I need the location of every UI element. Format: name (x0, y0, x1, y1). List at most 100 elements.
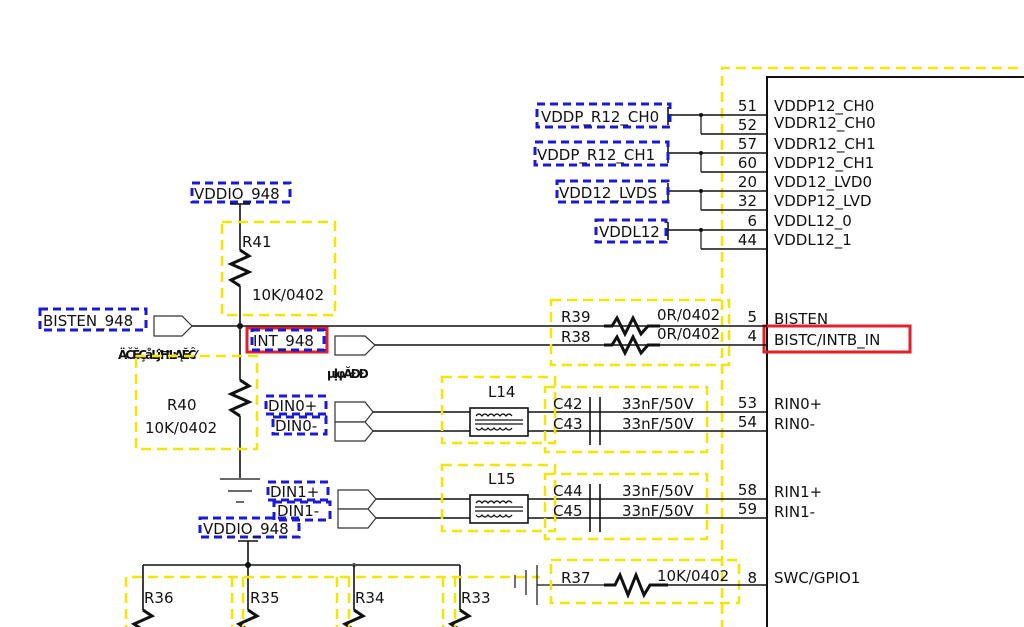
port-din0n (334, 421, 374, 442)
resistor-r40 (227, 378, 253, 418)
group-box-c42-c43 (543, 385, 709, 454)
pin-num: 53 (738, 394, 757, 412)
netlabel-box-int-948 (250, 328, 326, 352)
pin-name: VDDP12_LVD (774, 192, 872, 211)
port-int (334, 335, 376, 356)
r41-ref: R41 (242, 233, 272, 251)
resistor-r39 (604, 314, 660, 338)
net-vddl12: VDDL12 (599, 223, 660, 241)
pin-name: RIN0+ (774, 395, 822, 413)
net-vddp-r12-ch1: VDDP_R12_CH1 (537, 146, 655, 165)
netlabel-box-vdd12-lvds (555, 179, 670, 204)
pin-num: 60 (738, 154, 757, 172)
pin-name: RIN1- (774, 503, 815, 521)
pin-num: 52 (738, 116, 757, 134)
ic-body (766, 76, 1024, 627)
r41-value: 10K/0402 (252, 286, 324, 304)
c45-ref: C45 (553, 502, 583, 520)
pin-name: SWC/GPIO1 (774, 569, 860, 587)
port-din0p (334, 401, 374, 423)
ground-icon (220, 478, 260, 503)
port-din1n (337, 508, 377, 529)
pin-num: 6 (747, 212, 757, 230)
pin-num: 8 (747, 569, 757, 587)
pin-num: 5 (747, 308, 757, 326)
pin-num: 44 (738, 231, 757, 249)
l14-ref: L14 (488, 383, 515, 401)
pin-name-highlighted: BISTC/INTB_IN (774, 331, 880, 350)
pin-num: 57 (738, 135, 757, 153)
c44-ref: C44 (553, 482, 583, 500)
resistor-r41 (227, 248, 253, 288)
capacitor-partial (514, 565, 604, 605)
r40-ref: R40 (167, 396, 197, 414)
garbled-text-left: ÄČĚÇåĽĵĦĿĄĔĈ⁄ (118, 347, 200, 362)
netlabel-box-din1n (272, 500, 332, 522)
netlabel-box-vddl12 (594, 218, 668, 244)
pin-name: VDDL12_0 (774, 212, 852, 231)
pin-num: 32 (738, 192, 757, 210)
pin-name: RIN0- (774, 415, 815, 433)
resistor-r38 (604, 333, 660, 357)
resistor-r36 (130, 608, 156, 627)
group-box-l15 (440, 463, 557, 533)
group-box-r41 (220, 220, 337, 317)
netlabel-box-din1p (266, 480, 330, 502)
netlabel-box-bisten (38, 307, 148, 332)
net-bisten-948: BISTEN_948 (43, 312, 133, 331)
net-din1n: DIN1- (277, 502, 319, 520)
net-vddio-top: VDDIO_948 (194, 185, 280, 204)
highlight-box-int-948 (245, 326, 329, 354)
r38-value: 0R/0402 (657, 325, 720, 343)
garbled-text-right: µḷφĂĐĐ (327, 366, 369, 381)
net-vdd12-lvds: VDD12_LVDS (559, 184, 657, 203)
pin-num: 51 (738, 97, 757, 115)
resistor-r37 (604, 570, 668, 600)
pin-num: 4 (747, 327, 757, 345)
group-box-pullups (124, 575, 540, 627)
l15-ref: L15 (488, 470, 515, 488)
pin-labels: 51 VDDP12_CH0 52 VDDR12_CH0 57 VDDR12_CH… (738, 97, 880, 587)
c43-value: 33nF/50V (622, 415, 694, 433)
group-box-r37 (549, 558, 741, 605)
r34-ref: R34 (355, 589, 385, 607)
port-din1p (337, 489, 377, 510)
r38-ref: R38 (561, 328, 591, 346)
pin-name: VDDR12_CH0 (774, 114, 876, 133)
port-bisten (153, 315, 193, 337)
pin-name: VDD12_LVD0 (774, 173, 872, 192)
ic-group-box (720, 66, 1024, 627)
netlabel-box-vddp-r12-ch1 (533, 140, 670, 167)
net-int-948: INT_948 (253, 332, 314, 351)
pin-name: VDDL12_1 (774, 231, 852, 250)
r37-value: 10K/0402 (657, 567, 729, 585)
r40-value: 10K/0402 (145, 419, 217, 437)
netlabel-box-din0p (264, 394, 328, 416)
pin-name: RIN1+ (774, 483, 822, 501)
r37-ref: R37 (561, 569, 591, 587)
r35-ref: R35 (250, 589, 280, 607)
netlabel-box-vddp-r12-ch0 (535, 102, 672, 129)
pin-num: 59 (738, 500, 757, 518)
pin-num: 58 (738, 481, 757, 499)
resistor-r35 (235, 608, 261, 627)
c42-ref: C42 (553, 395, 583, 413)
group-box-r39-r38 (549, 298, 731, 367)
pin-name: VDDP12_CH0 (774, 97, 874, 116)
net-din1p: DIN1+ (270, 483, 319, 501)
c43-ref: C43 (553, 415, 583, 433)
r39-ref: R39 (561, 308, 591, 326)
resistor-r34 (341, 608, 367, 627)
group-box-l14 (440, 375, 557, 445)
pin-num: 54 (738, 413, 757, 431)
group-box-c44-c45 (543, 472, 709, 541)
pin-name: BISTEN (774, 310, 828, 328)
net-din0p: DIN0+ (268, 397, 317, 415)
net-vddp-r12-ch0: VDDP_R12_CH0 (541, 108, 659, 127)
resistor-r33 (447, 608, 473, 627)
netlabel-box-din0n (271, 415, 328, 436)
highlight-box-bistc-intb-in (762, 324, 912, 354)
net-vddio-bottom: VDDIO_948 (203, 520, 289, 539)
r33-ref: R33 (461, 589, 491, 607)
